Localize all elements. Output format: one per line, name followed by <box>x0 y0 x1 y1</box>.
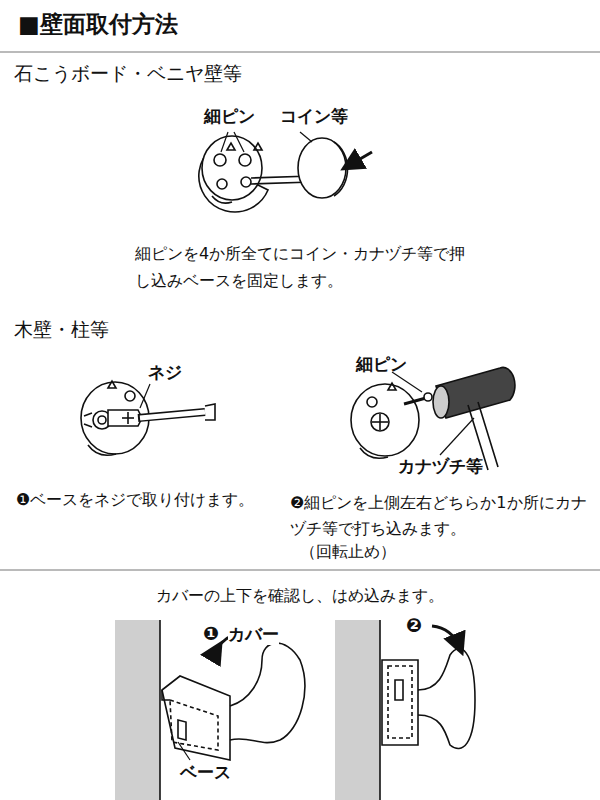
section-heading: 石こうボード・ベニヤ壁等 <box>14 62 242 86</box>
part-label: ネジ <box>148 362 182 383</box>
part-label: コイン等 <box>280 106 348 127</box>
callout-number: ❶ <box>203 622 219 646</box>
rule <box>0 51 600 52</box>
step-note: ❶ベースをネジで取り付けます。 <box>16 490 254 510</box>
step-note: （回転止め） <box>300 542 396 562</box>
callout-number: ❷ <box>406 614 422 638</box>
step-note: ❷細ピンを上側左右どちらか1か所にカナヅチ等で打ち込みます。 <box>290 490 590 542</box>
instruction-note: カバーの上下を確認し、はめ込みます。 <box>0 586 600 606</box>
page-title: ■壁面取付方法 <box>18 10 178 39</box>
part-label: ベース <box>180 762 231 783</box>
base-with-hammer <box>351 367 515 470</box>
section-heading: 木壁・柱等 <box>14 318 109 342</box>
part-label: 細ピン <box>204 106 255 127</box>
instruction-note: 細ピンを4か所全てにコイン・カナヅチ等で押し込みベースを固定します。 <box>135 240 475 294</box>
part-label: カバー <box>228 624 279 645</box>
base-with-screw <box>81 381 215 455</box>
part-label: カナヅチ等 <box>398 456 483 477</box>
rule <box>0 569 600 570</box>
part-label: 細ピン <box>356 354 407 375</box>
base-with-coin <box>199 132 372 212</box>
cover-fitting <box>115 620 475 800</box>
